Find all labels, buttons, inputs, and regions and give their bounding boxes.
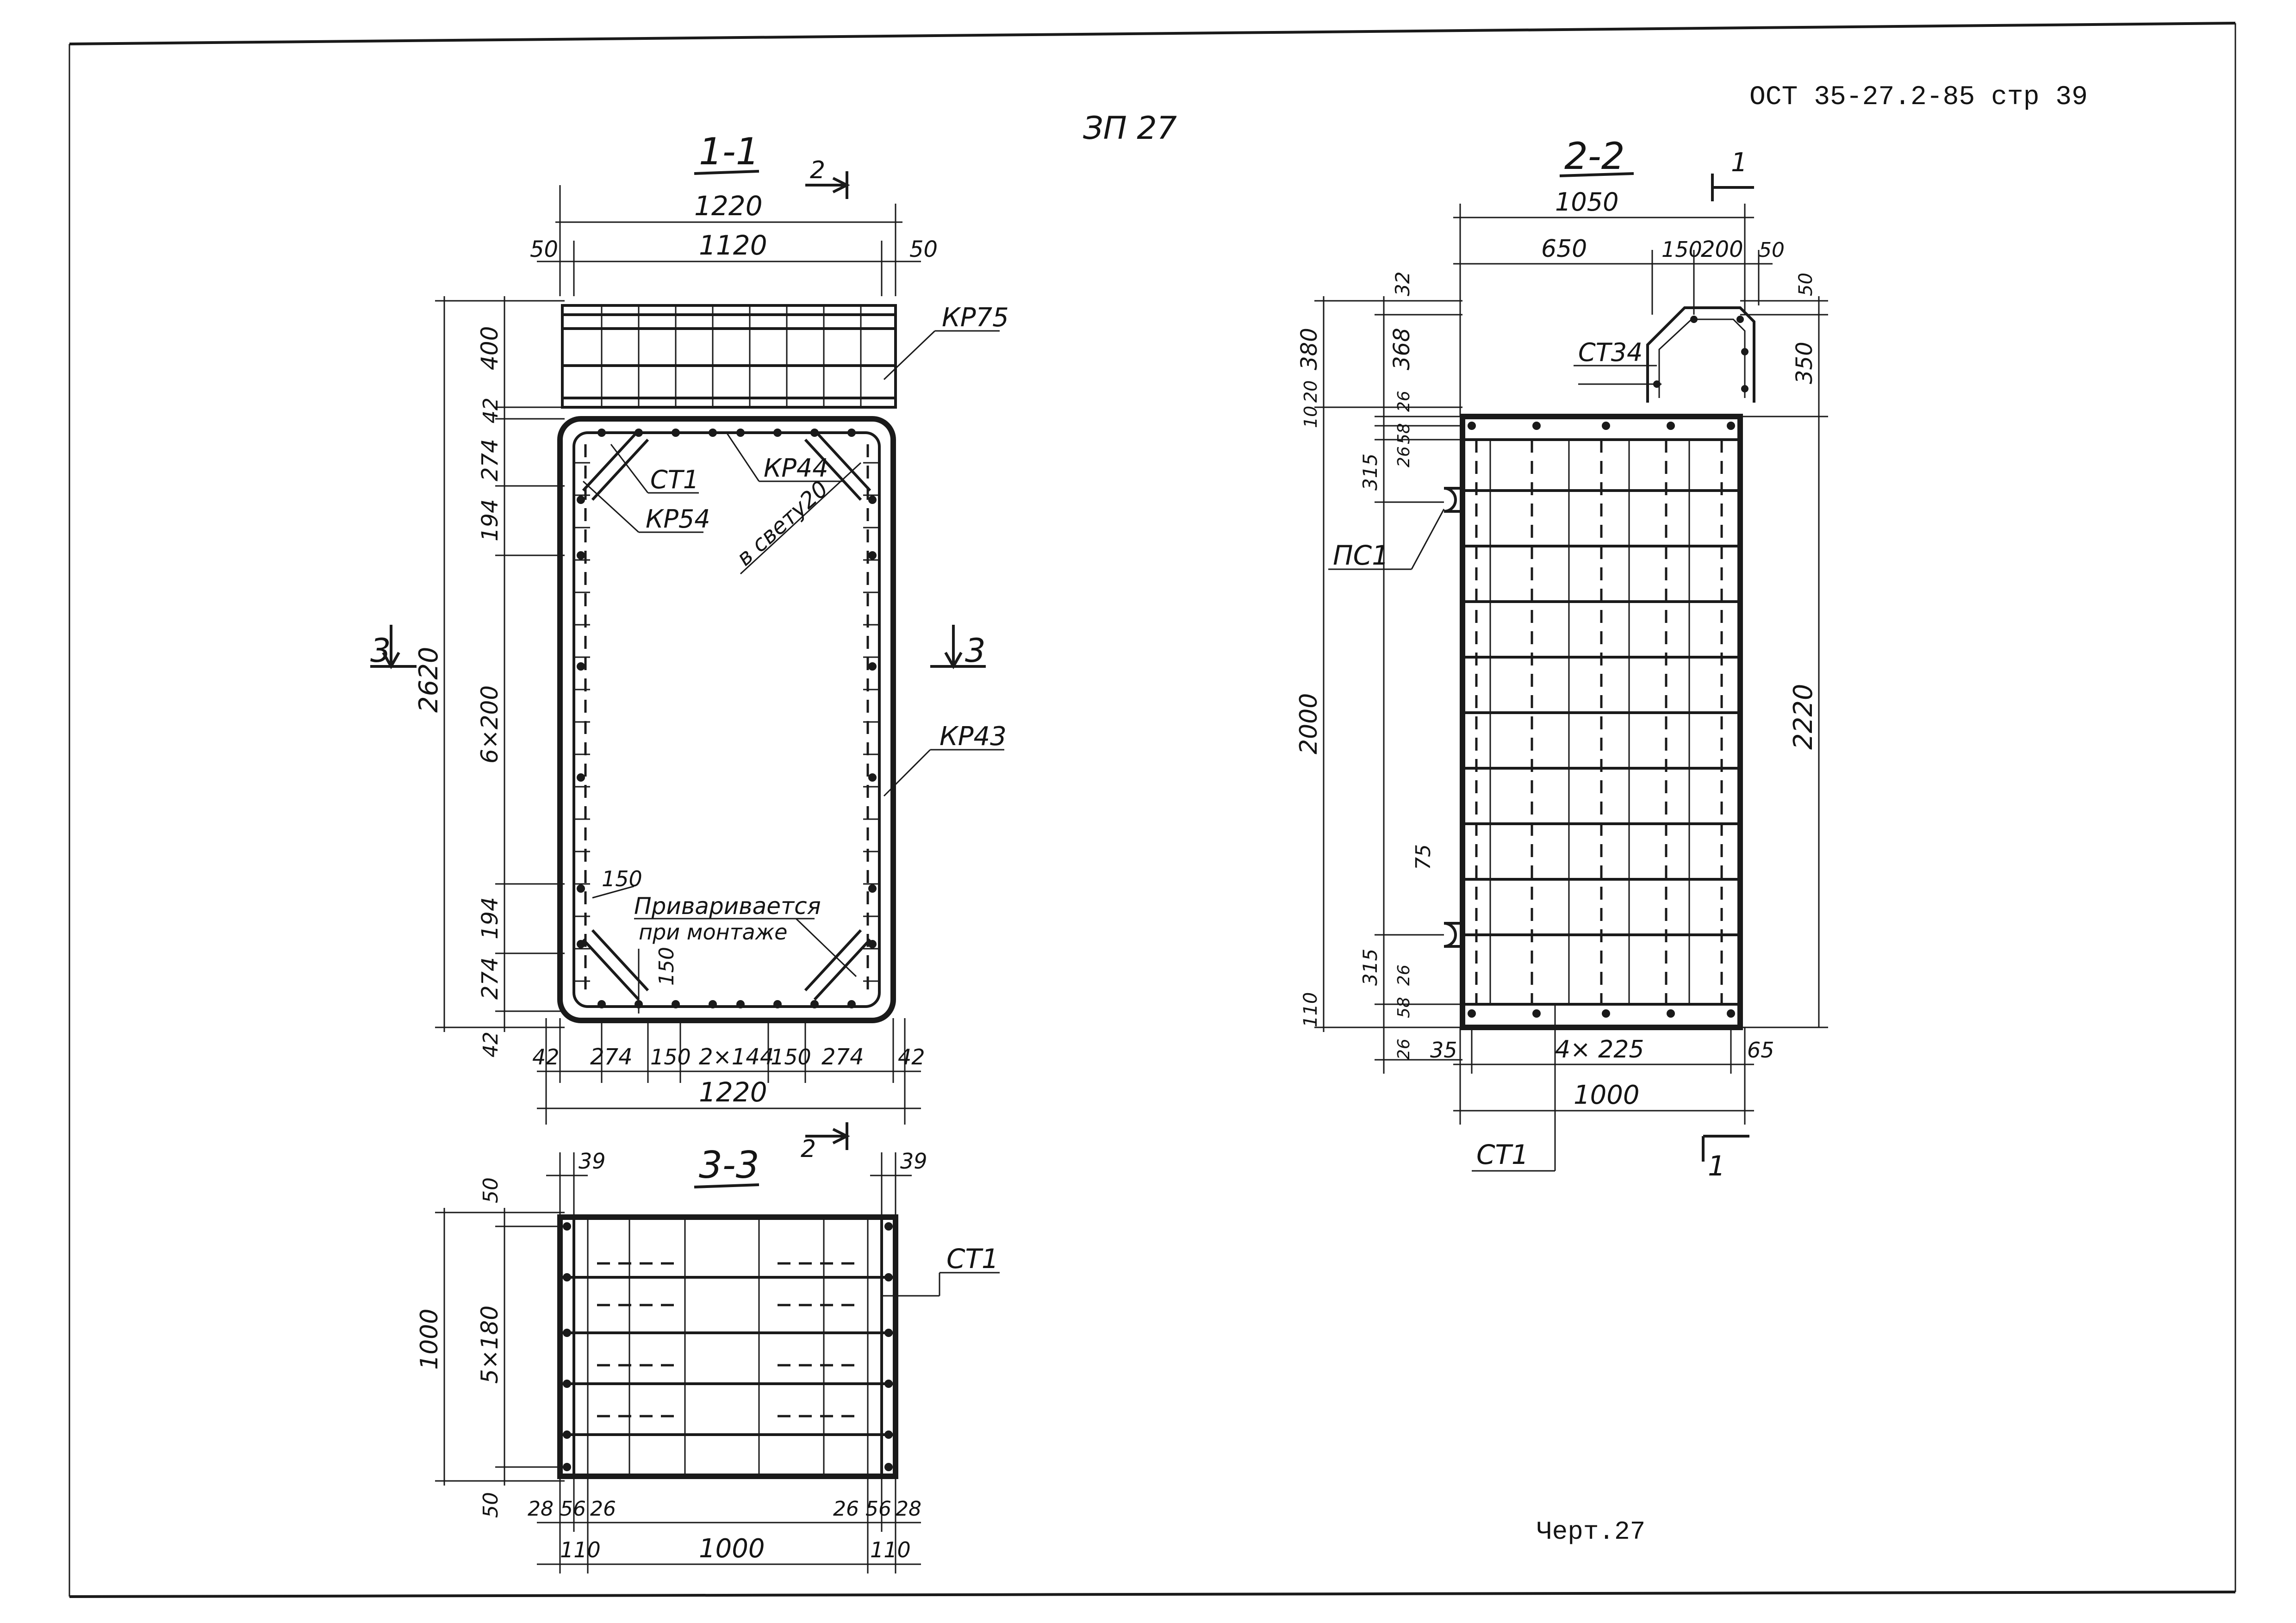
dim-26-left-top: 26: [1394, 391, 1413, 412]
dim-42-bottom-left: 42: [532, 1045, 560, 1070]
dim-274-left-bottom: 274: [477, 957, 503, 1000]
cut-mark-1-top: 1: [1731, 148, 1748, 178]
doc-reference: ОСТ 35-27.2-85 стр 39: [1749, 82, 2088, 112]
dim-26-left-bottom-2: 26: [1394, 1038, 1413, 1060]
dim-50-top-left: 50: [530, 236, 558, 262]
dim-1120-top: 1120: [699, 230, 767, 261]
drawing-title: ЗП 27: [1083, 110, 1177, 147]
label-kr75: КР75: [942, 303, 1009, 333]
label-kr54: КР54: [646, 504, 710, 534]
dim-110-bottom-right: 110: [870, 1537, 911, 1562]
dim-75-left: 75: [1412, 844, 1435, 870]
dim-150-bottom-right: 150: [771, 1045, 811, 1070]
dim-2220-right: 2220: [1788, 684, 1818, 750]
dim-56-bottom-left: 56: [560, 1497, 586, 1521]
dim-58-left-top: 58: [1394, 423, 1413, 444]
dim-1000-bottom-33: 1000: [699, 1534, 765, 1564]
dim-368-left: 368: [1389, 328, 1415, 370]
dim-56-bottom-right: 56: [865, 1497, 891, 1521]
sheet-frame: [68, 22, 2236, 1598]
label-st1-section11: СТ1: [650, 465, 699, 494]
dim-2620-left: 2620: [414, 647, 444, 713]
dim-28-bottom-right: 28: [896, 1497, 921, 1521]
cut-mark-2-top: 2: [810, 156, 825, 184]
label-st1-section33: СТ1: [946, 1243, 999, 1275]
label-kr44: КР44: [764, 454, 828, 483]
label-st1-section22: СТ1: [1476, 1139, 1529, 1170]
dim-10-left: 10: [1300, 406, 1321, 428]
dim-4x225-bottom: 4× 225: [1555, 1036, 1644, 1063]
dim-50-left-top-33: 50: [479, 1177, 503, 1203]
cut-mark-3-right: 3: [965, 632, 986, 670]
dim-39-top-left: 39: [579, 1149, 606, 1174]
dim-28-bottom-left: 28: [528, 1497, 554, 1521]
dim-26-left-top-2: 26: [1394, 446, 1413, 467]
dim-315-left-bottom: 315: [1359, 949, 1381, 986]
dim-274-bottom-left: 274: [590, 1044, 633, 1070]
section-2-2: 2-2 1 1050 650 150 200 50 СТ34: [1295, 135, 1828, 1182]
dim-42-left-bottom: 42: [479, 1032, 503, 1057]
dim-50-left-bottom-33: 50: [479, 1492, 503, 1518]
dim-32-left: 32: [1391, 272, 1414, 296]
dim-65-bottom: 65: [1747, 1038, 1774, 1063]
dim-50-top: 50: [1759, 238, 1785, 262]
section-2-2-title: 2-2: [1564, 135, 1625, 178]
dim-20-left: 20: [1300, 380, 1321, 403]
cut-mark-2-bottom: 2: [801, 1135, 816, 1163]
dim-1220-top: 1220: [694, 190, 763, 222]
label-ps1: ПС1: [1333, 540, 1389, 571]
dim-650-top: 650: [1541, 235, 1587, 263]
sheet-label: Черт.27: [1537, 1517, 1645, 1547]
cut-mark-3-left: 3: [370, 632, 391, 670]
section-1-1: 1-1 2 1220 1120 50 50: [370, 130, 1009, 1163]
dim-42-bottom-right: 42: [898, 1045, 925, 1070]
dim-5x180-left-33: 5×180: [476, 1306, 503, 1384]
dim-35-bottom: 35: [1430, 1038, 1457, 1063]
dim-26-left-bottom: 26: [1394, 964, 1413, 986]
dim-42-left-top: 42: [479, 398, 503, 423]
dim-400-left: 400: [476, 326, 503, 370]
dim-6x200-left: 6×200: [476, 685, 503, 764]
dim-2x144-bottom: 2×144: [699, 1044, 774, 1070]
dim-50-right: 50: [1795, 273, 1817, 296]
note-line-2: при монтаже: [639, 920, 787, 945]
dim-150-top: 150: [1661, 237, 1702, 262]
dim-2000-left: 2000: [1295, 693, 1323, 754]
dim-315-left-top: 315: [1359, 454, 1381, 491]
dim-58-left-bottom: 58: [1394, 997, 1413, 1018]
dim-194-left-top: 194: [477, 499, 503, 541]
section-3-3-title: 3-3: [699, 1144, 759, 1187]
corner-dim-150: 150: [655, 947, 678, 986]
section-1-1-title: 1-1: [699, 130, 759, 173]
note-dim-150: 150: [602, 866, 642, 891]
dim-150-bottom-left: 150: [650, 1045, 691, 1070]
dim-50-top-right: 50: [909, 236, 938, 262]
dim-1220-bottom: 1220: [699, 1076, 767, 1108]
dim-110-bottom-left: 110: [560, 1537, 601, 1562]
label-kr43: КР43: [940, 721, 1007, 752]
dim-1050-top: 1050: [1555, 187, 1618, 217]
dim-350-right: 350: [1792, 342, 1817, 384]
dim-274-bottom-right: 274: [821, 1044, 864, 1070]
dim-26-bottom-left: 26: [590, 1497, 616, 1521]
dim-380-left: 380: [1296, 328, 1322, 370]
dim-39-top-right: 39: [900, 1149, 927, 1174]
note-line-1: Привариваетcя: [634, 893, 821, 920]
dim-1000-bottom: 1000: [1574, 1080, 1640, 1110]
dim-1000-left-33: 1000: [416, 1309, 443, 1370]
label-v-svetu: в свету20: [732, 476, 834, 571]
dim-274-left-top: 274: [477, 439, 503, 481]
dim-194-left-bottom: 194: [477, 897, 503, 939]
dim-26-bottom-right: 26: [833, 1497, 859, 1521]
dim-200-top: 200: [1701, 236, 1743, 262]
dim-110-left-bottom: 110: [1300, 992, 1321, 1027]
section-3-3: 3-3 39 39: [416, 1144, 1000, 1573]
cut-mark-1-bottom: 1: [1708, 1150, 1725, 1182]
label-st34: СТ34: [1578, 338, 1643, 367]
